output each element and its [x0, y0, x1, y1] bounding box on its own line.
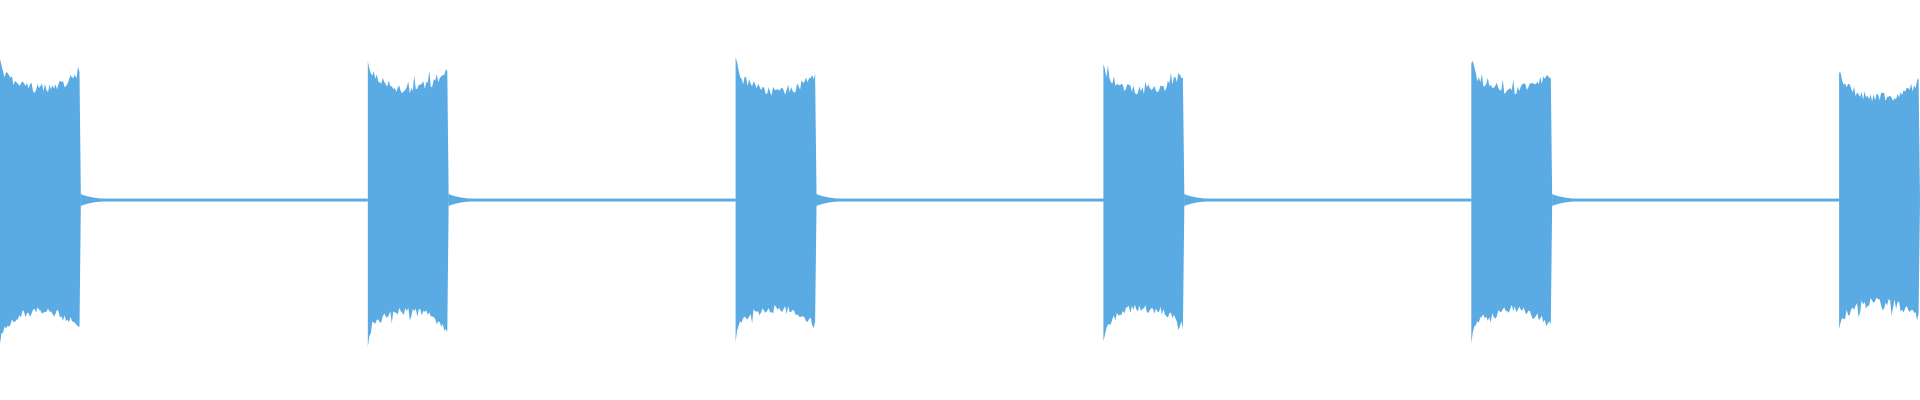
audio-burst-1 — [0, 59, 81, 344]
audio-burst-4 — [1103, 64, 1185, 341]
waveform-layer — [0, 57, 1920, 348]
silence-segment — [80, 198, 368, 202]
decay-tail — [1552, 194, 1581, 206]
decay-tail — [1184, 194, 1213, 206]
decay-tail — [448, 194, 477, 206]
audio-burst-6 — [1839, 72, 1920, 330]
audio-burst-3 — [735, 57, 817, 342]
silence-segment — [816, 198, 1104, 202]
silence-segment — [1184, 198, 1472, 202]
audio-burst-2 — [367, 61, 449, 348]
silence-segment — [1552, 198, 1840, 202]
decay-tail — [80, 194, 109, 206]
audio-burst-5 — [1471, 60, 1553, 344]
decay-tail — [816, 194, 845, 206]
silence-segment — [448, 198, 736, 202]
